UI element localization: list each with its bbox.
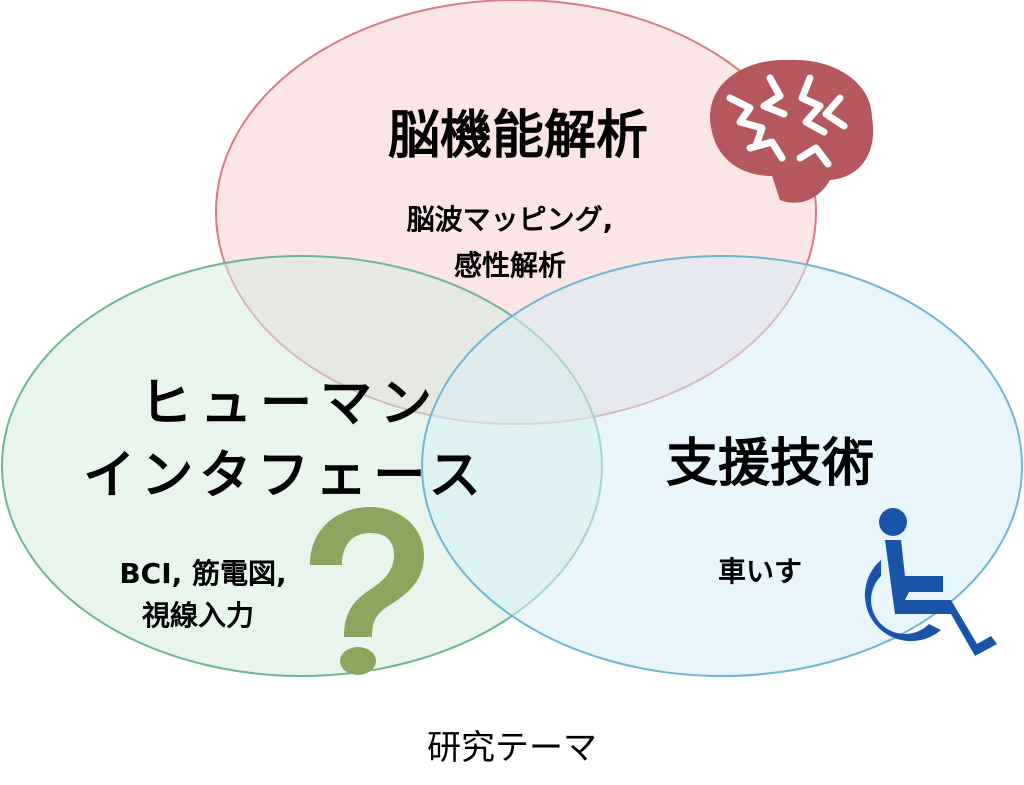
title-hci-line-2: インタフェース	[83, 446, 487, 506]
brain-icon	[710, 59, 874, 203]
caption: 研究テーマ	[427, 728, 597, 768]
title-brain: 脳機能解析	[387, 106, 648, 166]
hci-line-1: BCI, 筋電図,	[119, 557, 287, 590]
title-hci-line-1: ヒューマン	[139, 374, 440, 434]
question-mark-icon	[310, 507, 424, 675]
wheelchair-icon	[864, 508, 997, 656]
title-assist: 支援技術	[665, 434, 874, 494]
hci-line-2: 視線入力	[141, 599, 254, 632]
brain-line-1: 脳波マッピング,	[406, 203, 614, 236]
assist-line-1: 車いす	[717, 555, 802, 588]
brain-line-2: 感性解析	[453, 249, 566, 282]
